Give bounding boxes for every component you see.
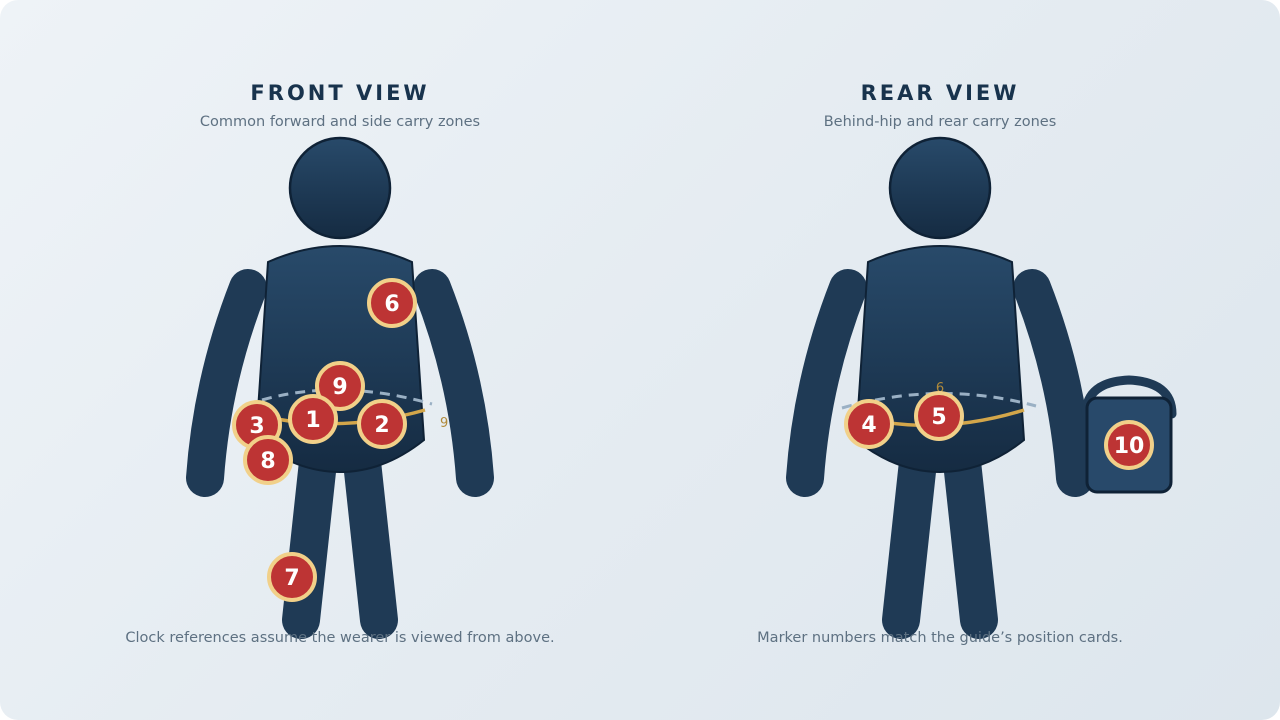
marker-2[interactable]: 2	[357, 399, 407, 449]
marker-7[interactable]: 7	[267, 552, 317, 602]
front-clock-label: 9	[440, 416, 448, 431]
marker-7-label: 7	[284, 566, 299, 591]
marker-1-label: 1	[305, 408, 320, 433]
marker-9[interactable]: 9	[315, 361, 365, 411]
rear-view-footnote: Marker numbers match the guide’s positio…	[757, 630, 1123, 646]
marker-1[interactable]: 1	[288, 394, 338, 444]
marker-4-label: 4	[861, 413, 876, 438]
marker-4[interactable]: 4	[844, 399, 894, 449]
marker-10-label: 10	[1114, 434, 1145, 459]
marker-10[interactable]: 10	[1104, 420, 1154, 470]
marker-3-label: 3	[249, 414, 264, 439]
front-view-footnote: Clock references assume the wearer is vi…	[125, 630, 554, 646]
marker-6[interactable]: 6	[367, 278, 417, 328]
marker-5-label: 5	[931, 405, 946, 430]
marker-5[interactable]: 5	[914, 391, 964, 441]
marker-9-label: 9	[332, 375, 347, 400]
rear-view-panel: REAR VIEW Behind-hip and rear carry zone…	[757, 81, 1177, 646]
rear-body-silhouette	[805, 138, 1075, 620]
front-view-panel: FRONT VIEW Common forward and side carry…	[125, 81, 554, 646]
rear-view-title: REAR VIEW	[861, 81, 1020, 105]
front-view-subtitle: Common forward and side carry zones	[200, 114, 480, 130]
front-waistline	[261, 388, 433, 406]
marker-2-label: 2	[374, 413, 389, 438]
marker-8-label: 8	[260, 449, 275, 474]
rear-clock-label: 6	[936, 381, 944, 396]
front-view-title: FRONT VIEW	[250, 81, 429, 105]
marker-6-label: 6	[384, 292, 399, 317]
rear-view-subtitle: Behind-hip and rear carry zones	[824, 114, 1057, 130]
marker-8[interactable]: 8	[243, 435, 293, 485]
